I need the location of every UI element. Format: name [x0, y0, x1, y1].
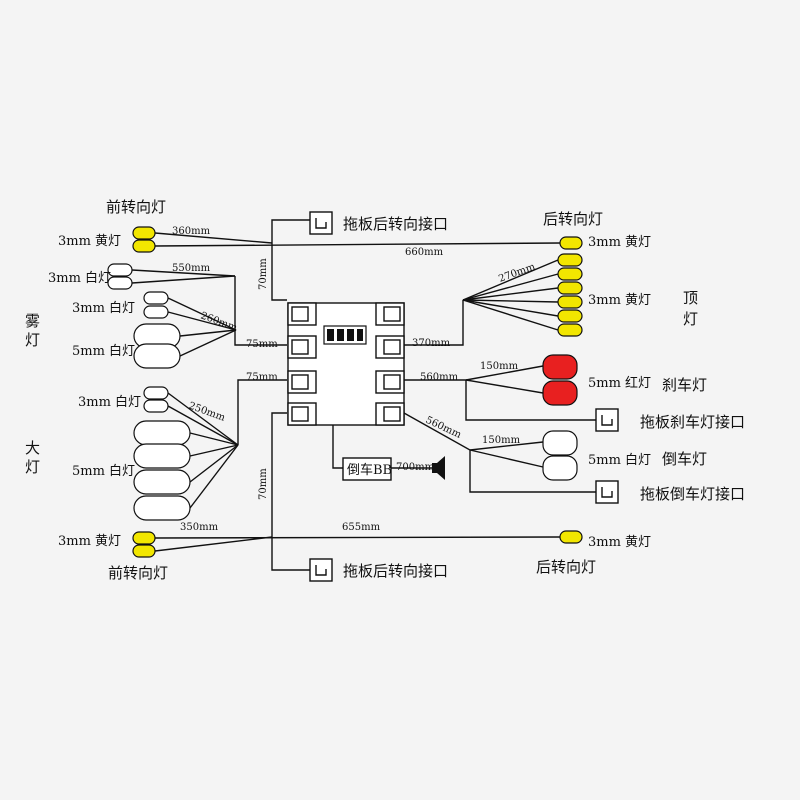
trailer-brake-label: 拖板刹车灯接口 [640, 413, 745, 431]
rear-turn-top-spec: 3mm 黄灯 [588, 235, 651, 250]
brake-lamp-label: 刹车灯 [662, 376, 707, 394]
roof-lamps [557, 253, 583, 337]
reverse-buzzer-label: 倒车BB [347, 462, 392, 478]
trailer-rear-turn-bottom-label: 拖板后转向接口 [343, 562, 448, 580]
fog-lamps-large [133, 323, 181, 369]
reverse-buzzer: 倒车BB [342, 456, 445, 481]
fog-lamps-small-2 [143, 291, 169, 319]
trailer-brake-connector [595, 408, 619, 432]
len-rear-turn-top: 660mm [405, 247, 444, 258]
speaker-icon [432, 456, 445, 480]
rear-turn-bottom-spec: 3mm 黄灯 [588, 535, 651, 550]
brake-lamps [542, 354, 578, 406]
head-lamp-label: 大灯 [23, 440, 41, 478]
fog-white-2-spec: 3mm 白灯 [72, 300, 135, 316]
len-fog-1: 550mm [172, 263, 211, 274]
rear-turn-bottom-lamp [559, 530, 583, 544]
fog-white-1-spec: 3mm 白灯 [48, 270, 111, 286]
front-turn-bottom-spec: 3mm 黄灯 [58, 534, 121, 549]
len-fog-2: 260mm [199, 310, 239, 334]
dip-switch [323, 325, 367, 345]
fog-white-3-spec: 5mm 白灯 [72, 343, 135, 359]
board-connectors-left [287, 302, 317, 426]
front-turn-top-spec: 3mm 黄灯 [58, 234, 121, 249]
lamps [107, 226, 583, 558]
len-front-turn-top: 360mm [172, 226, 211, 237]
labels: 前转向灯 前转向灯 后转向灯 后转向灯 拖板后转向接口 拖板后转向接口 拖板刹车… [23, 198, 745, 582]
reverse-lamp-label: 倒车灯 [662, 450, 707, 468]
rear-turn-top-lamp [559, 236, 583, 250]
len-head-left: 75mm [246, 372, 278, 383]
trailer-rear-turn-top-connector [309, 211, 333, 235]
len-buzzer: 700mm [396, 462, 435, 473]
trailer-reverse-label: 拖板倒车灯接口 [640, 485, 745, 503]
brake-spec: 5mm 红灯 [588, 375, 651, 391]
len-trailer-top: 70mm [258, 258, 269, 290]
head-lamps-large [133, 420, 191, 521]
reverse-lamps [542, 430, 578, 481]
front-turn-top-lamps [132, 226, 156, 253]
control-board [287, 302, 405, 426]
head-lamps-small [143, 386, 169, 413]
trailer-rear-turn-bottom-connector [309, 558, 333, 582]
board-connectors-right [375, 302, 405, 426]
rear-turn-top-label: 后转向灯 [543, 210, 603, 228]
rear-turn-bottom-label: 后转向灯 [536, 558, 596, 576]
front-turn-top-label: 前转向灯 [106, 198, 166, 216]
len-front-turn-bottom: 350mm [180, 522, 219, 533]
len-brake-tail: 150mm [480, 361, 519, 372]
roof-spec: 3mm 黄灯 [588, 293, 651, 308]
roof-lamp-label: 顶灯 [681, 290, 699, 332]
len-roof-trunk: 370mm [412, 338, 451, 349]
reverse-spec: 5mm 白灯 [588, 452, 651, 468]
fog-lamps-small-1 [107, 263, 133, 290]
wires [131, 219, 596, 571]
trailer-reverse-connector [595, 480, 619, 504]
fog-lamp-label: 雾灯 [23, 313, 41, 351]
head-white-2-spec: 5mm 白灯 [72, 463, 135, 479]
len-rear-turn-bottom: 655mm [342, 522, 381, 533]
len-trailer-bottom: 70mm [258, 468, 269, 500]
front-turn-bottom-label: 前转向灯 [108, 564, 168, 582]
trailer-rear-turn-top-label: 拖板后转向接口 [343, 215, 448, 233]
len-fog-left: 75mm [246, 339, 278, 350]
len-reverse-tail: 150mm [482, 435, 521, 446]
front-turn-bottom-lamps [132, 531, 156, 558]
head-white-1-spec: 3mm 白灯 [78, 394, 141, 410]
len-brake: 560mm [420, 372, 459, 383]
